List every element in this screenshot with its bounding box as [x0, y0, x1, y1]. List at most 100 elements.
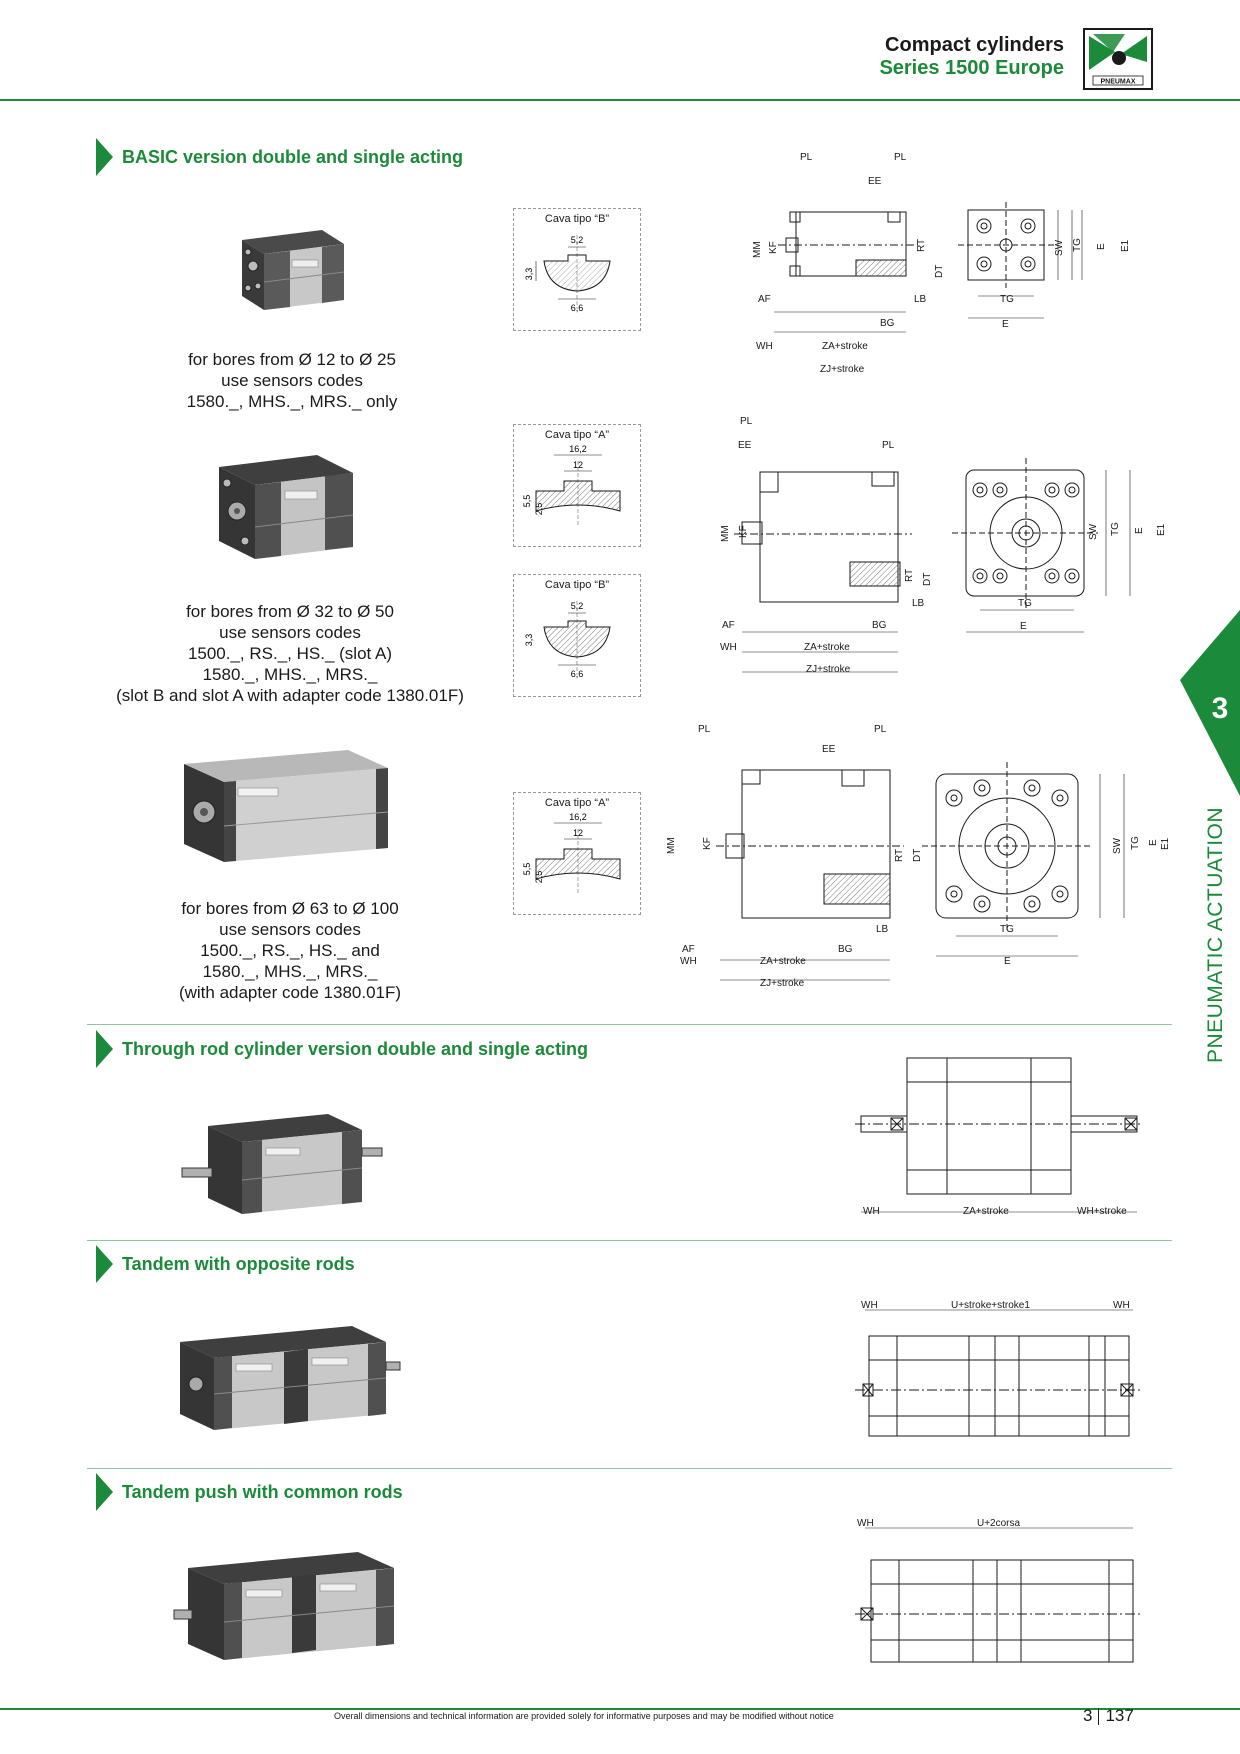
drawing-basic-medium: PL EE PL MM KF RT DT LB AF BG WH ZA+stro…: [686, 414, 1170, 680]
svg-text:16,2: 16,2: [569, 812, 587, 822]
svg-text:E: E: [1096, 243, 1107, 250]
svg-text:3,3: 3,3: [524, 634, 534, 647]
svg-text:ZJ+stroke: ZJ+stroke: [806, 664, 851, 675]
svg-text:E: E: [1134, 527, 1145, 534]
section-title-tandem-opposite: Tandem with opposite rods: [122, 1254, 355, 1274]
slot-a-detail-2: Cava tipo “A” 16,2 12 5,5 2,5: [513, 792, 641, 915]
svg-text:ZA+stroke: ZA+stroke: [760, 956, 806, 967]
slot-b-detail: Cava tipo “B” 5,2 3,3 6,6: [513, 208, 641, 331]
svg-text:E: E: [1148, 839, 1159, 846]
svg-text:MM: MM: [752, 241, 763, 258]
svg-text:TG: TG: [1110, 522, 1121, 536]
svg-text:ZA+stroke: ZA+stroke: [963, 1206, 1009, 1217]
drawing-through-rod: WH ZA+stroke WH+stroke: [855, 1052, 1141, 1218]
caption-bores-32-50: for bores from Ø 32 to Ø 50 use sensors …: [116, 602, 464, 705]
svg-text:KF: KF: [738, 525, 749, 538]
svg-text:PL: PL: [894, 152, 907, 163]
drawing-basic-small: PL PL EE MM KF RT DT AF LB BG WH ZA+stro…: [718, 146, 1170, 380]
svg-text:BG: BG: [880, 318, 895, 329]
svg-text:RT: RT: [894, 849, 905, 862]
svg-text:WH+stroke: WH+stroke: [1077, 1206, 1127, 1217]
caption-bores-63-100: for bores from Ø 63 to Ø 100 use sensors…: [178, 899, 402, 1002]
svg-text:ZJ+stroke: ZJ+stroke: [760, 978, 805, 989]
cylinder-photo-large: [178, 746, 390, 866]
section-arrow-icon: [96, 1473, 113, 1511]
svg-text:WH: WH: [1113, 1300, 1130, 1311]
svg-text:DT: DT: [934, 265, 945, 278]
svg-text:WH: WH: [863, 1206, 880, 1217]
svg-text:TG: TG: [1000, 294, 1014, 305]
title-line-1: Compact cylinders: [885, 34, 1064, 56]
svg-text:SW: SW: [1088, 523, 1099, 540]
section-arrow-icon: [96, 1030, 113, 1068]
svg-text:5,2: 5,2: [571, 601, 584, 611]
cylinder-photo-small: [212, 222, 352, 314]
svg-text:DT: DT: [922, 573, 933, 586]
page-number: 3 137: [1083, 1706, 1134, 1726]
svg-text:AF: AF: [722, 620, 735, 631]
svg-text:TG: TG: [1018, 598, 1032, 609]
svg-text:U+2corsa: U+2corsa: [977, 1518, 1021, 1529]
svg-text:5,5: 5,5: [522, 495, 532, 508]
slot-b-detail-2: Cava tipo “B” 5,2 3,3 6,6: [513, 574, 641, 697]
svg-text:WH: WH: [861, 1300, 878, 1311]
chapter-number: 3: [1212, 692, 1229, 725]
section-separator: [87, 1240, 1172, 1241]
footer-rule: [0, 1708, 1240, 1710]
svg-text:AF: AF: [758, 294, 771, 305]
svg-text:E1: E1: [1160, 837, 1170, 850]
header-rule: [0, 99, 1240, 101]
through-rod-photo: [178, 1108, 394, 1220]
svg-text:E: E: [1004, 956, 1011, 967]
header-title: Compact cylinders Series 1500 Europe: [879, 34, 1064, 80]
svg-text:16,2: 16,2: [569, 444, 587, 454]
svg-text:U+stroke+stroke1: U+stroke+stroke1: [951, 1300, 1030, 1311]
svg-text:RT: RT: [916, 239, 927, 252]
svg-text:LB: LB: [876, 924, 889, 935]
slot-b-label: Cava tipo “B”: [544, 213, 610, 225]
tandem-push-photo: [172, 1546, 408, 1666]
svg-text:DT: DT: [912, 849, 923, 862]
page-num: 137: [1105, 1706, 1134, 1725]
section-title-through-rod: Through rod cylinder version double and …: [122, 1039, 589, 1059]
pneumax-logo: PNEUMAX: [1083, 28, 1153, 90]
svg-text:WH: WH: [857, 1518, 874, 1529]
tandem-opposite-photo: [172, 1322, 404, 1434]
svg-text:PL: PL: [800, 152, 813, 163]
svg-text:E1: E1: [1156, 523, 1167, 536]
chapter-num: 3: [1083, 1706, 1093, 1725]
svg-text:BG: BG: [872, 620, 887, 631]
svg-text:E1: E1: [1120, 239, 1131, 252]
svg-text:TG: TG: [1130, 836, 1141, 850]
section-separator: [87, 1024, 1172, 1025]
svg-text:PL: PL: [882, 440, 895, 451]
svg-text:SW: SW: [1054, 239, 1065, 256]
section-arrow-icon: [96, 1245, 113, 1283]
svg-text:KF: KF: [768, 241, 779, 254]
svg-text:2,5: 2,5: [534, 871, 544, 884]
svg-text:3,3: 3,3: [524, 268, 534, 281]
svg-text:WH: WH: [756, 341, 773, 352]
svg-text:KF: KF: [702, 837, 713, 850]
chapter-tab: 3: [1180, 610, 1240, 796]
svg-text:ZA+stroke: ZA+stroke: [804, 642, 850, 653]
svg-text:ZA+stroke: ZA+stroke: [822, 341, 868, 352]
section-arrow-icon: [96, 138, 113, 176]
slot-b-d1: 5,2: [571, 235, 584, 245]
chapter-label: PNEUMATIC ACTUATION: [1204, 806, 1227, 1064]
svg-text:5,5: 5,5: [522, 863, 532, 876]
section-title-basic: BASIC version double and single acting: [122, 147, 464, 167]
svg-text:PL: PL: [698, 724, 711, 735]
drawing-tandem-push: WH U+2corsa: [855, 1516, 1141, 1668]
footer-note: Overall dimensions and technical informa…: [334, 1711, 834, 1721]
svg-text:WH: WH: [720, 642, 737, 653]
svg-text:BG: BG: [838, 944, 853, 955]
svg-text:AF: AF: [682, 944, 695, 955]
svg-text:2,5: 2,5: [534, 503, 544, 516]
drawing-tandem-opposite: WH U+stroke+stroke1 WH: [855, 1296, 1141, 1444]
drawing-basic-large: PL PL EE MM KF RT DT LB AF BG WH ZA+stro…: [664, 718, 1171, 990]
title-line-2: Series 1500 Europe: [879, 57, 1064, 79]
svg-text:ZJ+stroke: ZJ+stroke: [820, 364, 865, 375]
slot-a-detail-1: Cava tipo “A” 16,2 12 5,5 2,5: [513, 424, 641, 547]
svg-text:LB: LB: [914, 294, 927, 305]
